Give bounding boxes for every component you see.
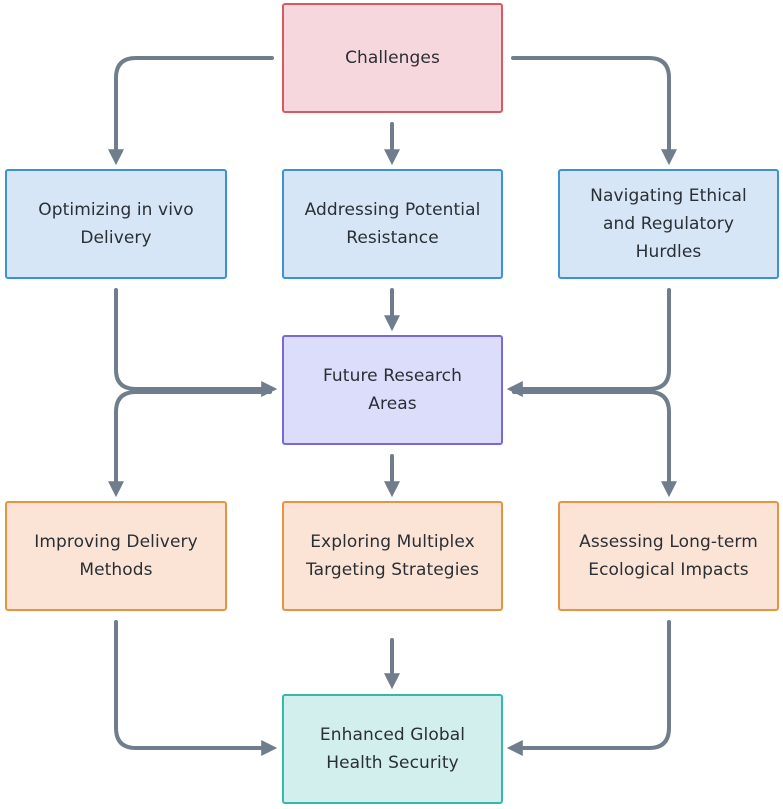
node-future-research-areas: Future Research Areas	[282, 335, 503, 445]
node-ethical-label: Navigating Ethical and Regulatory Hurdle…	[590, 186, 747, 262]
edge-ethical-to-future	[506, 288, 671, 397]
node-ecological-label: Assessing Long-term Ecological Impacts	[579, 532, 758, 580]
node-future-label: Future Research Areas	[322, 366, 463, 414]
edge-optimizing-to-future	[114, 288, 278, 397]
node-improving-delivery-methods: Improving Delivery Methods	[5, 501, 227, 611]
node-navigating-ethical-regulatory-hurdles: Navigating Ethical and Regulatory Hurdle…	[558, 169, 779, 279]
node-multiplex-label: Exploring Multiplex Targeting Strategies	[305, 532, 480, 580]
node-addressing-potential-resistance: Addressing Potential Resistance	[282, 169, 503, 279]
node-assessing-ecological-impacts: Assessing Long-term Ecological Impacts	[558, 501, 779, 611]
edge-future-to-ecological	[512, 390, 677, 498]
edge-challenges-to-optimizing	[108, 56, 274, 166]
edge-challenges-to-ethical	[511, 56, 677, 166]
edge-ecological-to-security	[506, 620, 671, 756]
node-improving-label: Improving Delivery Methods	[34, 532, 198, 580]
node-challenges: Challenges	[282, 3, 503, 113]
node-exploring-multiplex-targeting: Exploring Multiplex Targeting Strategies	[282, 501, 503, 611]
node-enhanced-global-health-security: Enhanced Global Health Security	[282, 694, 503, 804]
node-resistance-label: Addressing Potential Resistance	[304, 200, 481, 248]
edge-future-to-improving	[108, 390, 272, 498]
node-security-label: Enhanced Global Health Security	[319, 725, 466, 773]
node-optimizing-in-vivo-delivery: Optimizing in vivo Delivery	[5, 169, 227, 279]
node-challenges-label: Challenges	[345, 48, 440, 68]
node-optimizing-label: Optimizing in vivo Delivery	[38, 200, 194, 248]
edge-improving-to-security	[114, 620, 278, 756]
